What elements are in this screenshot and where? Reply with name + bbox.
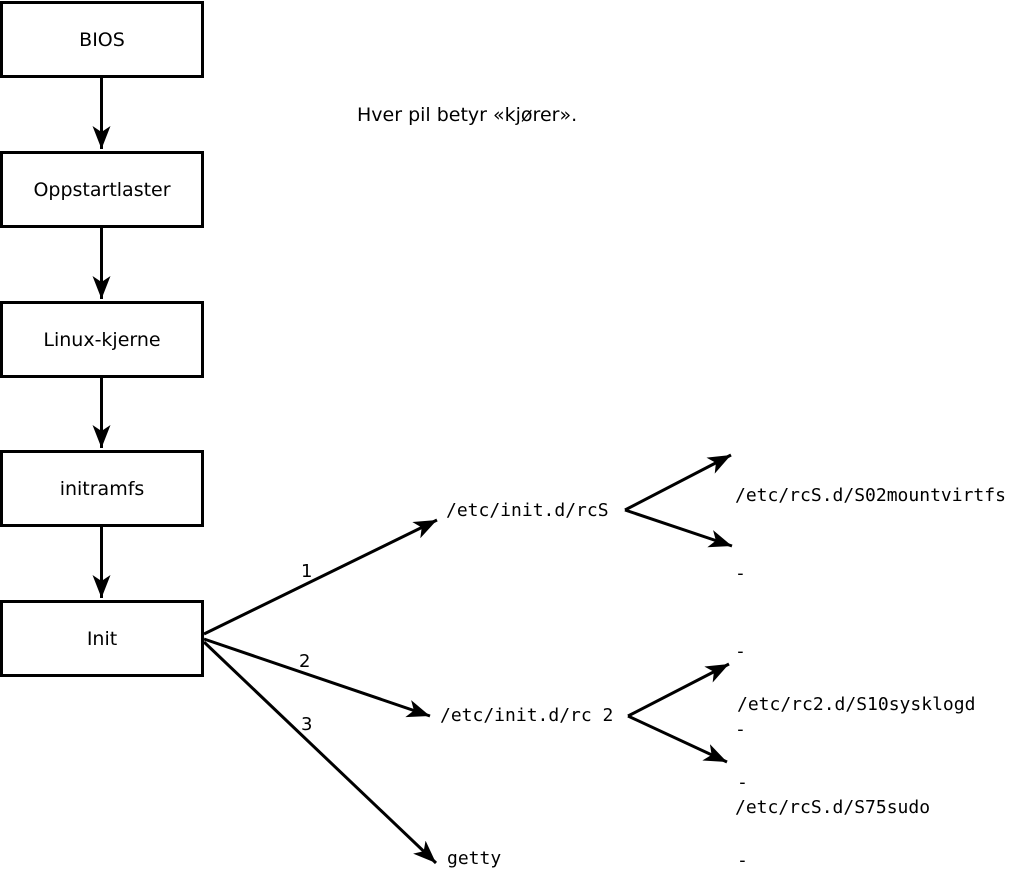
script-list-rcS-line: - (735, 563, 746, 584)
target-label-rc2: /etc/init.d/rc 2 (440, 705, 614, 726)
script-list-rcS-line: - (735, 719, 746, 740)
target-label-rcS: /etc/init.d/rcS (446, 500, 609, 521)
script-list-rc2: /etc/rc2.d/S10sysklogd - - - /etc/rc2.d/… (737, 640, 975, 875)
script-list-rc2-line: - (737, 850, 748, 871)
legend-note: Hver pil betyr «kjører». (357, 104, 578, 126)
chain-box-initramfs-label: initramfs (59, 477, 145, 500)
chain-box-kernel-label: Linux-kjerne (43, 328, 161, 351)
script-list-rc2-line: /etc/rc2.d/S10sysklogd (737, 694, 976, 715)
arrow-rc2-to-last (627, 714, 728, 764)
chain-box-bios-label: BIOS (79, 28, 125, 51)
script-list-rcS: /etc/rcS.d/S02mountvirtfs - - - /etc/rcS… (735, 431, 1006, 873)
arrow-rc2-to-first (627, 662, 730, 718)
target-label-getty: getty (447, 848, 502, 869)
arrow-rcS-to-first (624, 453, 732, 512)
chain-box-bootloader: Oppstartlaster (0, 151, 204, 228)
arrow-rcS-to-last (624, 508, 733, 548)
arrow-init-to-rcS (203, 518, 438, 636)
script-list-rc2-line: - (737, 772, 748, 793)
arrow-init-to-getty (202, 640, 438, 865)
chain-box-init-label: Init (86, 627, 118, 650)
chain-box-bios: BIOS (0, 1, 204, 78)
fanout-number-3: 3 (301, 714, 313, 735)
fanout-number-1: 1 (301, 561, 313, 582)
arrow-init-to-rc2 (203, 637, 431, 718)
chain-box-initramfs: initramfs (0, 450, 204, 527)
script-list-rcS-line: /etc/rcS.d/S75sudo (735, 797, 931, 818)
chain-box-bootloader-label: Oppstartlaster (33, 178, 171, 201)
script-list-rcS-line: - (735, 641, 746, 662)
chain-box-init: Init (0, 600, 204, 677)
script-list-rcS-line: /etc/rcS.d/S02mountvirtfs (735, 485, 1006, 506)
fanout-number-2: 2 (299, 651, 311, 672)
chain-box-kernel: Linux-kjerne (0, 301, 204, 378)
